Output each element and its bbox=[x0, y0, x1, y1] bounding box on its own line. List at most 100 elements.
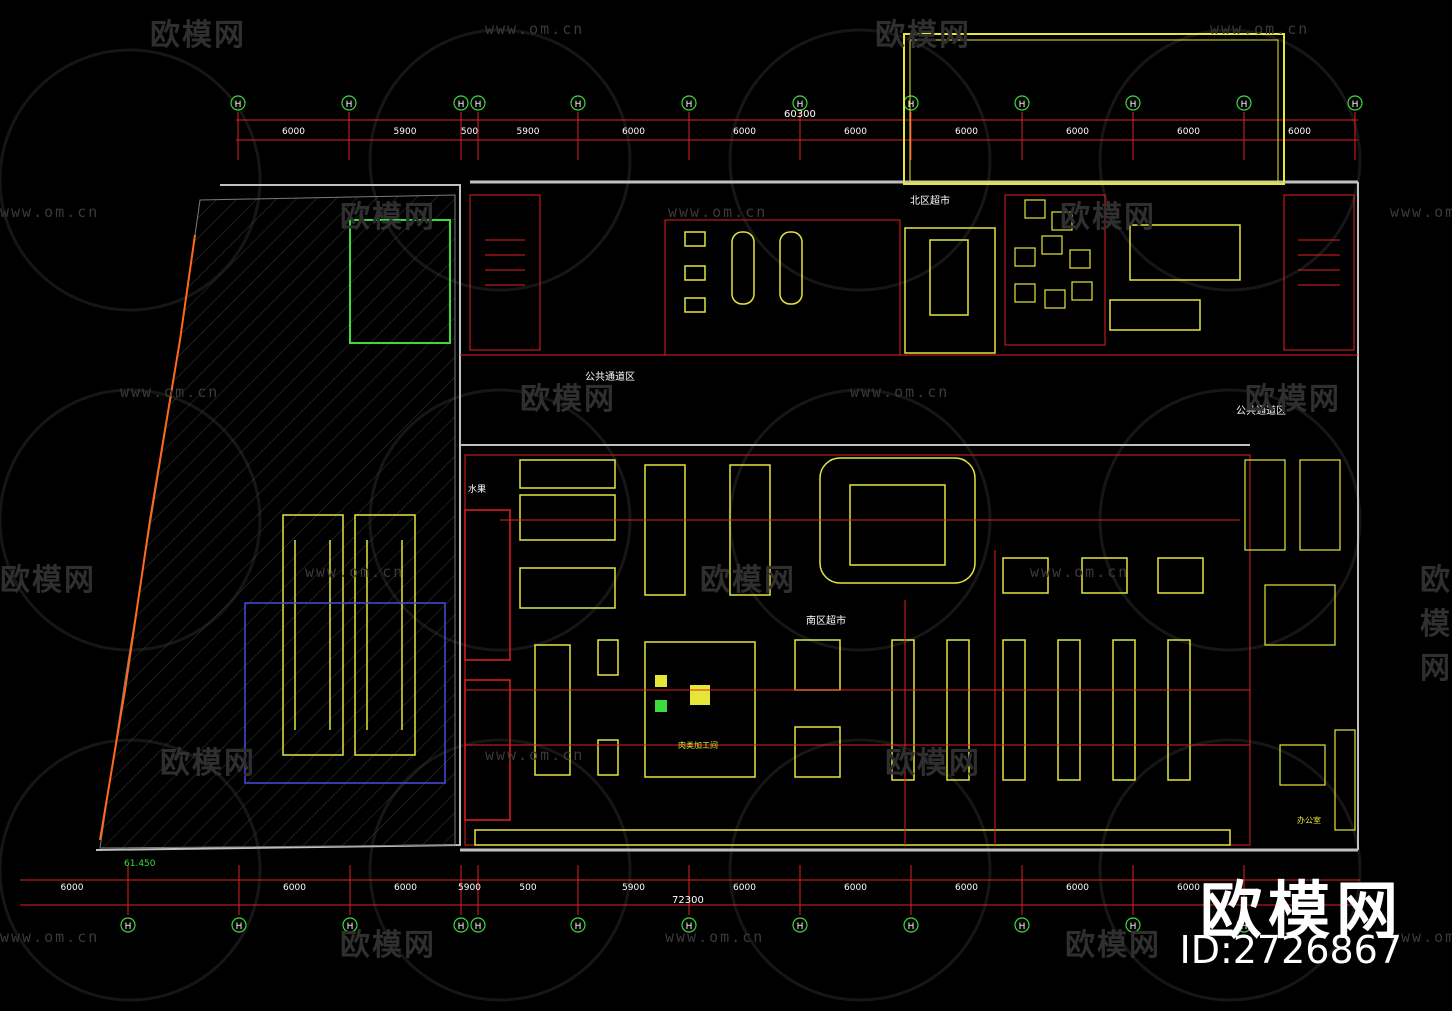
axis-label: H bbox=[458, 922, 465, 932]
axis-label: H bbox=[475, 100, 482, 110]
watermark-brand: 欧模网 bbox=[875, 18, 971, 53]
top-dimension-line bbox=[236, 119, 1358, 141]
axis-label: H bbox=[1130, 922, 1137, 932]
bottom-dimension-value: 6000 bbox=[844, 883, 867, 893]
watermark-brand: 欧模网 bbox=[0, 563, 96, 598]
axis-bubble bbox=[1347, 95, 1363, 111]
corridor-label-left: 公共通道区 bbox=[585, 370, 635, 383]
watermark-brand: 欧模网 bbox=[520, 382, 616, 417]
south-seating bbox=[1244, 459, 1356, 831]
watermark-url: www.om.cn bbox=[1390, 928, 1452, 946]
axis-label: H bbox=[797, 100, 804, 110]
bottom-dimension-value: 6000 bbox=[283, 883, 306, 893]
bottom-dimension-value: 6000 bbox=[394, 883, 417, 893]
top-dimension-value: 6000 bbox=[1177, 127, 1200, 137]
watermark-url: www.om.cn bbox=[305, 563, 405, 581]
top-dimension-value: 5900 bbox=[394, 127, 417, 137]
axis-label: H bbox=[125, 922, 132, 932]
north-dining-tables bbox=[1014, 199, 1093, 309]
processing-room-label: 肉类加工间 bbox=[678, 740, 718, 750]
elevation-mark: 61.450 bbox=[124, 859, 156, 869]
watermark-brand: 欧模网 bbox=[150, 18, 246, 53]
watermark-url: www.om.cn bbox=[120, 383, 220, 401]
axis-bubble bbox=[792, 95, 808, 111]
watermark-brand: 欧模网 bbox=[1420, 563, 1452, 686]
south-market-label: 南区超市 bbox=[806, 614, 846, 627]
watermark-url: www.om.cn bbox=[1390, 203, 1452, 221]
axis-bubble bbox=[453, 917, 469, 933]
axis-bubble bbox=[570, 95, 586, 111]
corridor-label-right: 公共通道区 bbox=[1236, 404, 1286, 417]
axis-bubble bbox=[1014, 917, 1030, 933]
top-dimension-value: 6000 bbox=[622, 127, 645, 137]
bottom-dimension-value: 6000 bbox=[955, 883, 978, 893]
watermark-brand: 欧模网 bbox=[340, 928, 436, 963]
axis-bubble bbox=[1236, 95, 1252, 111]
north-market-fixtures bbox=[664, 194, 1241, 356]
void-opening bbox=[349, 219, 451, 344]
south-market-fixtures bbox=[464, 454, 1251, 846]
axis-label: H bbox=[346, 100, 353, 110]
axis-label: H bbox=[908, 922, 915, 932]
watermark-brand: 欧模网 bbox=[700, 563, 796, 598]
bottom-dimension-line bbox=[20, 879, 1360, 906]
axis-label: H bbox=[347, 922, 354, 932]
axis-bubble bbox=[341, 95, 357, 111]
curtain-wall-left bbox=[99, 234, 196, 841]
stairs bbox=[469, 194, 1355, 351]
axis-bubble bbox=[1014, 95, 1030, 111]
watermark-brand: 欧模网 bbox=[160, 746, 256, 781]
top-dimension-value: 6000 bbox=[1288, 127, 1311, 137]
watermark-url: www.om.cn bbox=[0, 928, 100, 946]
bottom-dimension-value: 6000 bbox=[733, 883, 756, 893]
axis-label: H bbox=[1241, 100, 1248, 110]
watermark-url: www.om.cn bbox=[668, 203, 768, 221]
axis-bubble bbox=[453, 95, 469, 111]
axis-label: H bbox=[235, 100, 242, 110]
top-dimension-value: 5900 bbox=[517, 127, 540, 137]
watermark-url: www.om.cn bbox=[1210, 20, 1310, 38]
axis-label: H bbox=[797, 922, 804, 932]
watermark-brand: 欧模网 bbox=[340, 200, 436, 235]
office-label: 办公室 bbox=[1297, 815, 1321, 825]
escalators bbox=[244, 514, 446, 784]
axis-label: H bbox=[1019, 100, 1026, 110]
axis-bubble bbox=[1236, 917, 1252, 933]
axis-bubble bbox=[1125, 95, 1141, 111]
bottom-dimension-value: 500 bbox=[519, 883, 536, 893]
watermark-brand: 欧模网 bbox=[1060, 200, 1156, 235]
watermark-brand: 欧模网 bbox=[1065, 928, 1161, 963]
watermark-url: www.om.cn bbox=[485, 746, 585, 764]
watermark-url: www.om.cn bbox=[1030, 563, 1130, 581]
watermark-brand: 欧模网 bbox=[1245, 382, 1341, 417]
axis-bubble bbox=[470, 917, 486, 933]
axis-label: H bbox=[1352, 100, 1359, 110]
axis-bubble bbox=[342, 917, 358, 933]
bottom-dimension-value: 6000 bbox=[1177, 883, 1200, 893]
axis-bubble bbox=[792, 917, 808, 933]
axis-bubble bbox=[570, 917, 586, 933]
axis-bubble bbox=[230, 95, 246, 111]
axis-label: H bbox=[575, 100, 582, 110]
fruit-area-label: 水果 bbox=[468, 483, 486, 495]
bottom-dimension-value: 6000 bbox=[61, 883, 84, 893]
inner-dimension-lines bbox=[465, 519, 1250, 845]
top-total-dimension: 60300 bbox=[784, 109, 816, 120]
watermark-url: www.om.cn bbox=[850, 383, 950, 401]
axis-label: H bbox=[1241, 922, 1248, 932]
model-id: ID:2726867 bbox=[1179, 928, 1402, 972]
axis-label: H bbox=[575, 922, 582, 932]
axis-label: H bbox=[236, 922, 243, 932]
bottom-dimension-value: 5900 bbox=[458, 883, 481, 893]
axis-bubble bbox=[120, 917, 136, 933]
axis-label: H bbox=[686, 100, 693, 110]
north-market-label: 北区超市 bbox=[910, 194, 950, 207]
brand-logo-text: 欧模网 bbox=[1199, 874, 1404, 947]
axis-label: H bbox=[458, 100, 465, 110]
axis-bubble bbox=[470, 95, 486, 111]
axis-label: H bbox=[475, 922, 482, 932]
axis-bubble bbox=[231, 917, 247, 933]
axis-bubble bbox=[903, 917, 919, 933]
